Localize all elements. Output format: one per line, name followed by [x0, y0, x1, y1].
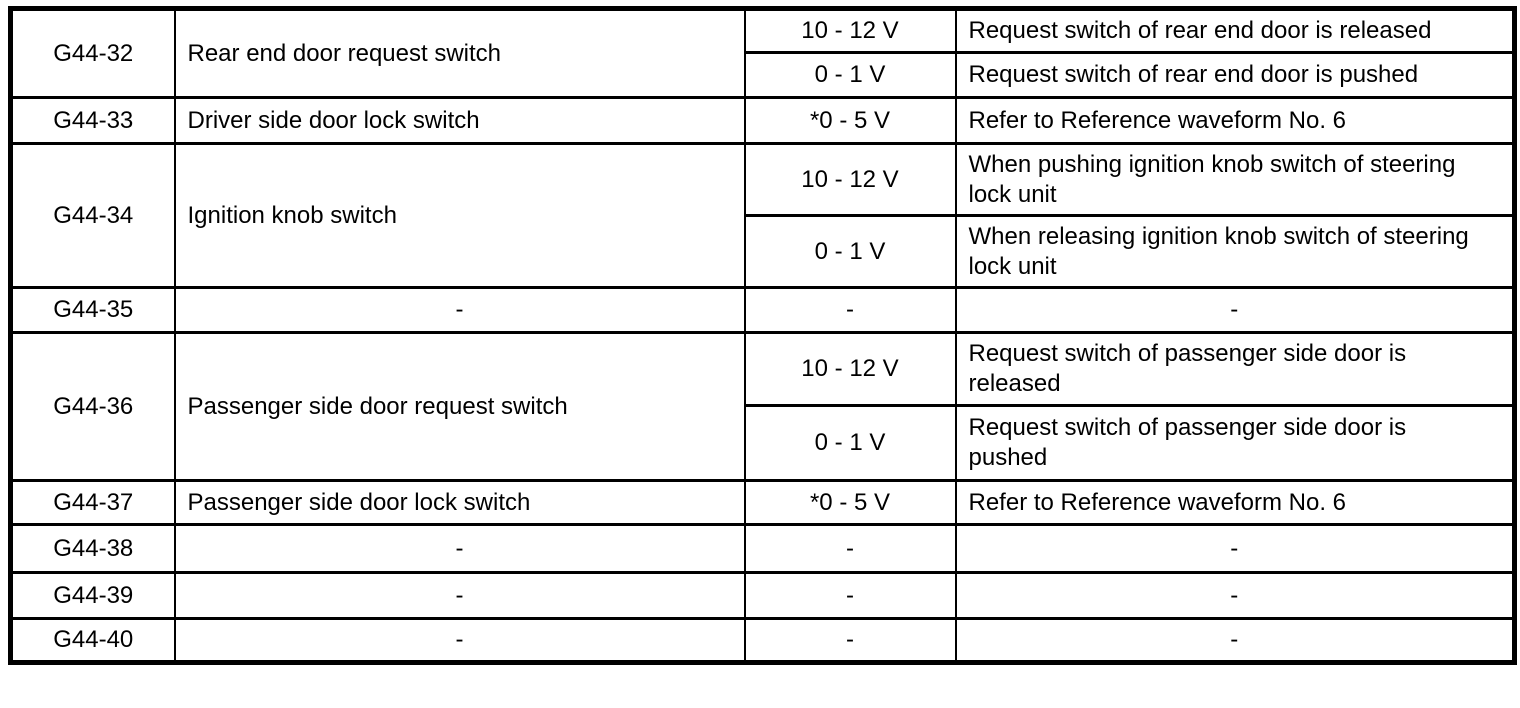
- description-cell: Driver side door lock switch: [173, 96, 746, 145]
- table-row: 0 - 1 V Request switch of passenger side…: [11, 404, 1516, 482]
- pin-cell: G44-38: [9, 523, 176, 574]
- condition-cell: -: [954, 286, 1516, 334]
- description-cell: -: [173, 617, 746, 664]
- pin-voltage-table: G44-32 Rear end door request switch 10 -…: [8, 6, 1517, 665]
- description-cell: Passenger side door lock switch: [173, 479, 746, 526]
- condition-cell: Request switch of rear end door is relea…: [954, 7, 1516, 54]
- description-cell: -: [173, 286, 746, 334]
- condition-cell: Request switch of rear end door is pushe…: [954, 51, 1516, 99]
- voltage-cell: -: [743, 617, 957, 664]
- table-row: G44-38 - - -: [9, 523, 1516, 574]
- table-row: 0 - 1 V When releasing ignition knob swi…: [11, 214, 1516, 289]
- voltage-cell: 0 - 1 V: [743, 214, 957, 289]
- table-row: G44-34 Ignition knob switch 10 - 12 V Wh…: [9, 142, 1516, 289]
- description-cell: -: [173, 571, 746, 620]
- table-row: G44-32 Rear end door request switch 10 -…: [9, 7, 1516, 99]
- voltage-cell: 10 - 12 V: [743, 7, 957, 54]
- condition-cell: Request switch of passenger side door is…: [954, 331, 1516, 407]
- condition-cell: -: [954, 571, 1516, 620]
- table-row: G44-39 - - -: [9, 571, 1516, 620]
- pin-cell: G44-35: [9, 286, 176, 334]
- condition-cell: When releasing ignition knob switch of s…: [954, 214, 1516, 289]
- voltage-cell: 10 - 12 V: [743, 142, 957, 217]
- table-row: G44-40 - - -: [9, 617, 1516, 664]
- voltage-cell: *0 - 5 V: [743, 96, 957, 145]
- voltage-cell: *0 - 5 V: [743, 479, 957, 526]
- condition-cell: Refer to Reference waveform No. 6: [954, 96, 1516, 145]
- table-row: G44-35 - - -: [9, 286, 1516, 334]
- voltage-cell: 0 - 1 V: [743, 51, 957, 99]
- pin-cell: G44-39: [9, 571, 176, 620]
- description-cell: Ignition knob switch: [173, 142, 746, 289]
- table-row: 0 - 1 V Request switch of rear end door …: [11, 51, 1516, 99]
- pin-cell: G44-36: [9, 331, 176, 482]
- pin-cell: G44-33: [9, 96, 176, 145]
- condition-cell: When pushing ignition knob switch of ste…: [954, 142, 1516, 217]
- voltage-cell: -: [743, 571, 957, 620]
- voltage-cell: -: [743, 523, 957, 574]
- condition-cell: Request switch of passenger side door is…: [954, 404, 1516, 482]
- condition-cell: -: [954, 523, 1516, 574]
- pin-cell: G44-37: [9, 479, 176, 526]
- pin-cell: G44-32: [9, 7, 176, 99]
- table-row: G44-37 Passenger side door lock switch *…: [9, 479, 1516, 526]
- description-cell: -: [173, 523, 746, 574]
- voltage-cell: 10 - 12 V: [743, 331, 957, 407]
- table-row: G44-33 Driver side door lock switch *0 -…: [9, 96, 1516, 145]
- description-cell: Passenger side door request switch: [173, 331, 746, 482]
- condition-cell: -: [954, 617, 1516, 664]
- voltage-cell: 0 - 1 V: [743, 404, 957, 482]
- description-cell: Rear end door request switch: [173, 7, 746, 99]
- pin-cell: G44-34: [9, 142, 176, 289]
- pin-cell: G44-40: [9, 617, 176, 664]
- table-row: G44-36 Passenger side door request switc…: [9, 331, 1516, 482]
- condition-cell: Refer to Reference waveform No. 6: [954, 479, 1516, 526]
- voltage-cell: -: [743, 286, 957, 334]
